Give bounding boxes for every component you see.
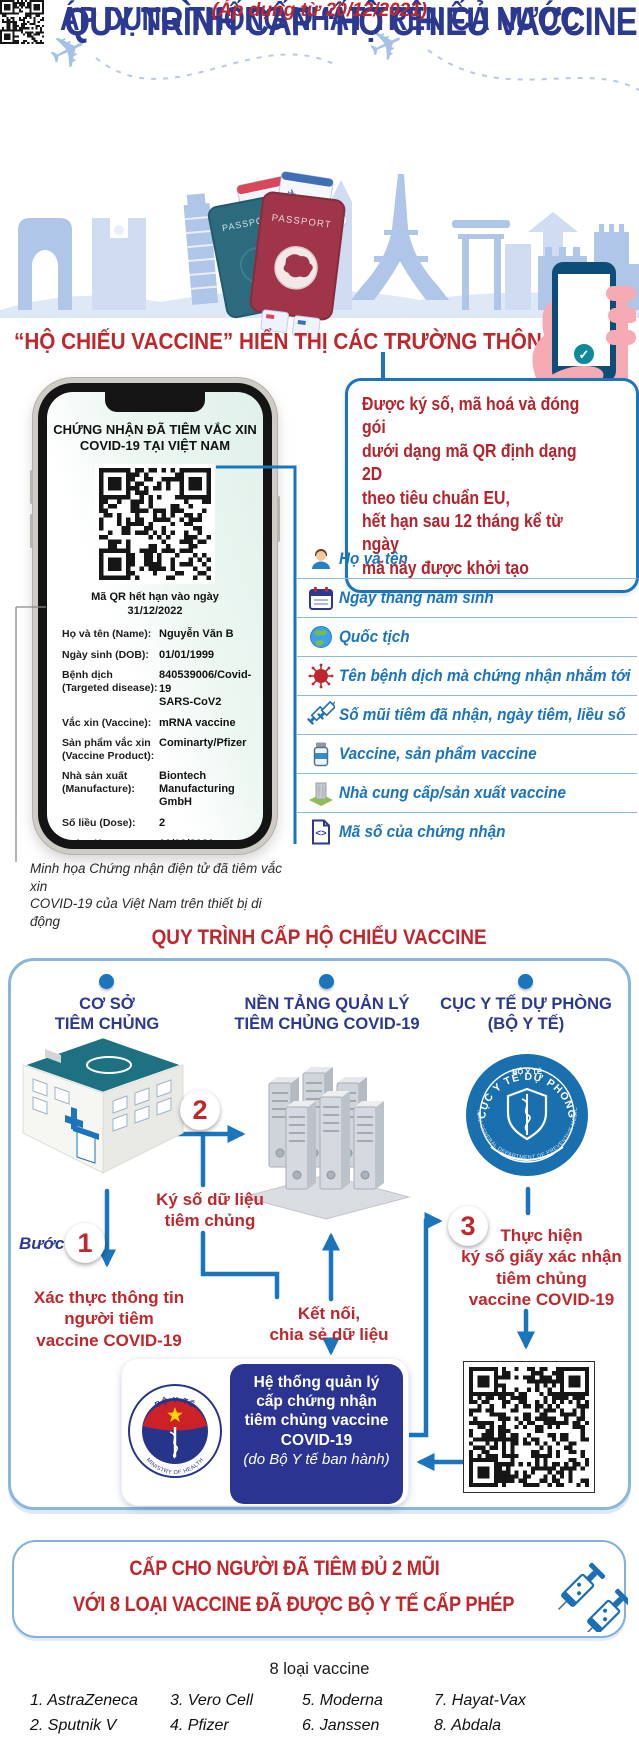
column-heading-platform: NỀN TẢNG QUẢN LÝ TIÊM CHỦNG COVID-19: [234, 995, 420, 1033]
vaccine-item: 1. AstraZeneca: [30, 1692, 138, 1709]
certificate-title: CHỨNG NHẬN ĐÃ TIÊM VẮC XIN COVID-19 TẠI …: [53, 422, 257, 454]
connector-line: [381, 352, 385, 380]
hand-phone-icon: ✓: [532, 262, 636, 396]
list-item: Số mũi tiêm đã nhận, ngày tiêm, liều số: [297, 696, 637, 735]
field-row: Họ và tên (Name):Nguyễn Văn B: [62, 628, 234, 641]
list-item: Họ và tên: [297, 540, 637, 579]
phone-mockup: CHỨNG NHẬN ĐÃ TIÊM VẮC XIN COVID-19 TẠI …: [30, 378, 280, 854]
list-item: Tên bệnh dịch mà chứng nhận nhắm tới: [297, 657, 637, 696]
vaccine-item: 3. Vero Cell: [170, 1692, 253, 1709]
vaccine-item: 4. Pfizer: [170, 1717, 229, 1734]
phone-caption: Minh họa Chứng nhận điện tử đã tiêm vắc …: [30, 861, 283, 929]
field-row: Bệnh dịch (Targeted disease):840539006/C…: [62, 669, 252, 708]
list-item: Ngày tháng năm sinh: [297, 579, 637, 618]
server-platform-illustration: [241, 1067, 411, 1220]
list-item: Quốc tịch: [297, 618, 637, 657]
step-label: Bước: [19, 1234, 65, 1253]
phone-notch: [105, 392, 205, 412]
svg-text:BỘ Y TẾ: BỘ Y TẾ: [512, 1066, 542, 1076]
column-dot: [518, 974, 533, 989]
column-heading-department: CỤC Y TẾ DỰ PHÒNG (BỘ Y TẾ): [440, 995, 612, 1033]
page-subtitle: ÁP DỤNG THỐNG NHẤT TRÊN CẢ NƯỚC: [0, 0, 639, 38]
footer-eligibility-box: CẤP CHO NGƯỜI ĐÃ TIÊM ĐỦ 2 MŨI VỚI 8 LOẠ…: [12, 1540, 628, 1638]
field-row: Sản phẩm vắc xin (Vaccine Product):Comin…: [62, 737, 247, 762]
page-title: QUY TRÌNH CẤP “HỘ CHIẾU VACCINE”: [0, 0, 639, 45]
process-title: QUY TRÌNH CẤP HỘ CHIẾU VACCINE: [152, 926, 487, 949]
column-dot: [319, 974, 334, 989]
qr-expiry: Mã QR hết hạn vào ngày 31/12/2022: [91, 590, 219, 617]
person-icon: [307, 545, 339, 573]
syringe-icon: [307, 701, 339, 729]
qr-code: [0, 0, 44, 44]
signed-certificate-qr: [463, 1361, 595, 1493]
vaccine-item: 8. Abdala: [434, 1717, 502, 1734]
globe-icon: [307, 623, 339, 651]
calendar-icon: [307, 584, 339, 612]
check-icon: ✓: [579, 347, 590, 362]
step-3-badge: 3: [448, 1206, 488, 1246]
list-item: <> Mã số của chứng nhận: [297, 813, 637, 851]
flight-trails-graphic: ✈ ✈: [40, 17, 639, 92]
caption-leader-line: [15, 606, 46, 862]
step-1-text: Xác thực thông tin người tiêm vaccine CO…: [33, 1288, 185, 1350]
connect-text: Kết nối, chia sẻ dữ liệu: [269, 1304, 389, 1345]
field-row: Số liều (Dose):2: [62, 816, 166, 829]
field-row: Ngày tiêm (Date of vaccination):10/09/20…: [62, 838, 253, 840]
system-box-label: Hệ thống quản lý cấp chứng nhận tiêm chủ…: [230, 1364, 403, 1504]
field-row: Ngày sinh (DOB):01/01/1999: [62, 648, 215, 661]
vial-icon: [307, 740, 339, 768]
column-dot: [99, 974, 114, 989]
vaccination-facility-illustration: [21, 1035, 186, 1174]
column-heading-facility: CƠ SỞ TIÊM CHỦNG: [54, 995, 160, 1033]
footer-line-2: VỚI 8 LOẠI VACCINE ĐÃ ĐƯỢC BỘ Y TẾ CẤP P…: [72, 1592, 515, 1616]
vaccine-item: 2. Sputnik V: [30, 1717, 117, 1734]
certificate-icon: <>: [307, 818, 339, 846]
qr-info-callout: Được ký số, mã hoá và đóng gói dưới dạng…: [345, 378, 639, 594]
syringes-icon: [557, 1562, 628, 1632]
field-row: Nhà sản xuất (Manufacture):Biontech Manu…: [62, 769, 235, 809]
phone-side-button: [277, 496, 280, 542]
vaccine-item: 6. Janssen: [302, 1717, 380, 1734]
passports-graphic: ✈ ✈ PASSPORT PASSPORT: [207, 171, 346, 338]
certificate-fields: Họ và tên (Name):Nguyễn Văn B Ngày sinh …: [62, 628, 253, 840]
field-row: Vắc xin (Vaccine):mRNA vaccine: [62, 716, 236, 729]
ministry-of-health-logo: BỘ Y TẾ MINISTRY OF HEALTH: [128, 1384, 222, 1478]
step-2-badge: 2: [180, 1090, 220, 1130]
process-flow-box: CƠ SỞ TIÊM CHỦNG NỀN TẢNG QUẢN LÝ TIÊM C…: [8, 958, 631, 1510]
list-item: Vaccine, sản phẩm vaccine: [297, 735, 637, 774]
vaccine-item: 5. Moderna: [302, 1692, 383, 1709]
step-2-text: Ký số dữ liệu tiêm chủng: [156, 1190, 264, 1231]
qr-code: [95, 463, 215, 584]
list-item: Nhà cung cấp/sản xuất vaccine: [297, 774, 637, 813]
phone-screen: CHỨNG NHẬN ĐÃ TIÊM VẮC XIN COVID-19 TẠI …: [47, 392, 263, 840]
step-1-badge: 1: [65, 1223, 105, 1263]
system-box: BỘ Y TẾ MINISTRY OF HEALTH Hệ thống quản…: [122, 1359, 408, 1505]
phone-side-button: [30, 514, 33, 548]
phone-side-button: [30, 470, 33, 504]
code-glyph: <>: [315, 828, 327, 839]
step-3-text: Thực hiện ký số giấy xác nhận tiêm chủng…: [461, 1226, 622, 1309]
vaccines-caption: 8 loại vaccine: [269, 1660, 370, 1678]
certificate-fields-list: Họ và tên Ngày tháng năm sinh Quốc tịch …: [297, 540, 637, 851]
preventive-medicine-logo: BỘ Y TẾ CỤC Y TẾ DỰ PHÒNG VIETNAM GENERA…: [461, 1049, 592, 1180]
qr-list-connector: [216, 465, 297, 844]
vaccine-item: 7. Hayat-Vax: [434, 1692, 526, 1709]
virus-icon: [307, 662, 339, 690]
factory-icon: [307, 779, 339, 807]
date-note: (Áp dụng từ 20/12/2021): [211, 0, 428, 21]
footer-line-1: CẤP CHO NGƯỜI ĐÃ TIÊM ĐỦ 2 MŨI: [128, 1556, 440, 1580]
flow-connectors: [98, 1125, 535, 1471]
svg-text:BỘ Y TẾ: BỘ Y TẾ: [153, 1395, 197, 1409]
page-title-text: QUY TRÌNH CẤP “HỘ CHIẾU VACCINE”: [64, 0, 639, 44]
page-subtitle-text: ÁP DỤNG THỐNG NHẤT TRÊN CẢ NƯỚC: [59, 0, 580, 37]
section2-title: “HỘ CHIẾU VACCINE” HIỂN THỊ CÁC TRƯỜNG T…: [14, 328, 598, 354]
